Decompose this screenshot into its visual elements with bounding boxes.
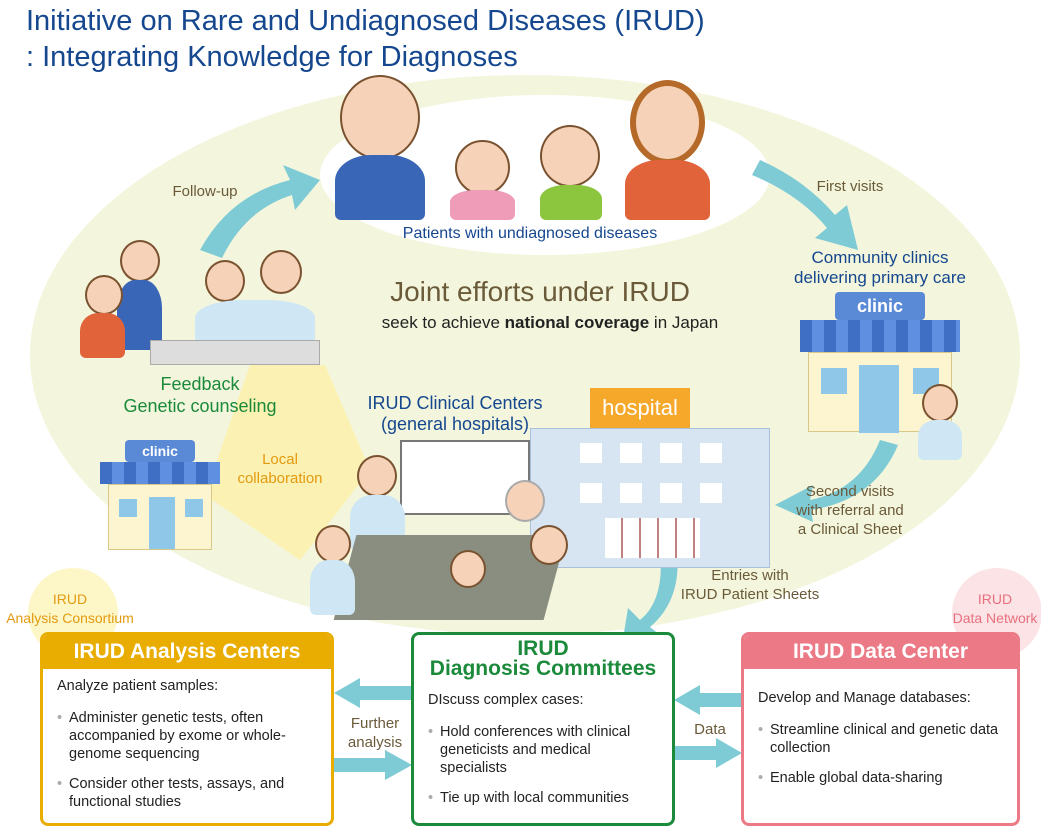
data-right-arrow (674, 738, 742, 768)
data-left-arrow (674, 685, 742, 715)
list-item: Enable global data-sharing (758, 769, 1003, 787)
entries-arrow (622, 550, 678, 645)
further-analysis-left-arrow (334, 678, 412, 708)
follow-up-label: Follow-up (172, 183, 238, 200)
conference-illustration (305, 440, 575, 620)
patients-illustration (330, 75, 760, 225)
title-line2: : Integrating Knowledge for Diagnoses (26, 41, 518, 73)
list-item: Hold conferences with clinical geneticis… (428, 723, 658, 777)
follow-up-arrow (200, 165, 320, 258)
list-item: Administer genetic tests, often accompan… (57, 709, 317, 763)
clinical-centers-label: IRUD Clinical Centers(general hospitals) (367, 393, 543, 434)
local-collab-beam (205, 365, 370, 560)
list-item: Consider other tests, assays, and functi… (57, 775, 317, 811)
first-visits-label: First visits (816, 178, 884, 195)
data-center-box: IRUD Data Center Develop and Manage data… (741, 632, 1020, 826)
hospital-illustration: hospital (530, 388, 770, 568)
list-item: Streamline clinical and genetic data col… (758, 721, 1003, 757)
title-line1: Initiative on Rare and Undiagnosed Disea… (26, 5, 705, 37)
analysis-centers-title: IRUD Analysis Centers (43, 635, 331, 669)
analysis-intro: Analyze patient samples: (57, 678, 219, 694)
diagnosis-intro: DIscuss complex cases: (428, 692, 584, 708)
local-clinic-illustration: clinic (100, 440, 220, 550)
data-center-intro: Develop and Manage databases: (758, 690, 971, 706)
first-visits-arrow (752, 160, 858, 250)
data-center-title: IRUD Data Center (744, 635, 1017, 669)
further-analysis-right-arrow (333, 750, 412, 780)
joint-efforts-subtitle: seek to achieve national coverage in Jap… (381, 313, 719, 332)
second-visits-arrow (775, 440, 898, 522)
community-clinic-illustration: clinic (800, 292, 962, 462)
data-label: Data (694, 721, 726, 738)
joint-efforts-heading: Joint efforts under IRUD (390, 276, 690, 307)
patients-label: Patients with undiagnosed diseases (402, 225, 658, 242)
list-item: Tie up with local communities (428, 789, 658, 807)
genetic-counseling-illustration (75, 235, 325, 370)
analysis-centers-box: IRUD Analysis Centers Analyze patient sa… (40, 632, 334, 826)
